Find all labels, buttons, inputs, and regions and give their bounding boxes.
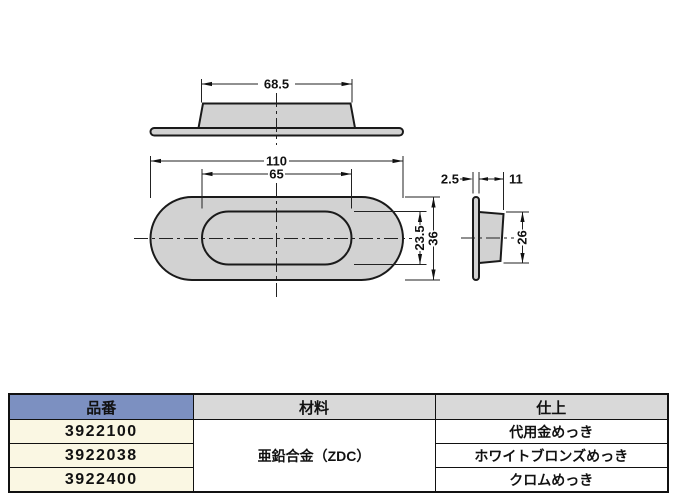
dim-flange-thickness: [460, 172, 480, 194]
table-row: 3922100 亜鉛合金（ZDC） 代用金めっき: [8, 419, 669, 493]
col-header-finish: 仕上: [434, 393, 669, 420]
part-number-cell: 3922100: [8, 419, 194, 444]
dim-overall-height: [405, 196, 440, 281]
dim-recess-height: [354, 211, 427, 265]
dim-body-height: [503, 211, 529, 264]
col-header-part-number: 品番: [8, 393, 194, 420]
spec-table: 品番 材料 仕上 3922100 亜鉛合金（ZDC） 代用金めっき 392203…: [8, 393, 669, 493]
part-number-cell: 3922038: [8, 443, 194, 468]
table-row: 3922038 ホワイトブロンズめっき: [8, 443, 669, 468]
dim-depth-label: 11: [509, 172, 523, 187]
dim-overall-height-label: 36: [426, 231, 441, 245]
dim-overall-width: [150, 156, 404, 198]
material-cell: 亜鉛合金（ZDC）: [192, 419, 436, 493]
finish-cell: 代用金めっき: [434, 419, 669, 444]
col-header-material: 材料: [192, 393, 436, 420]
dim-depth: [479, 172, 504, 210]
table-row: 3922400 クロムめっき: [8, 467, 669, 493]
dim-recess-width: [201, 169, 352, 209]
dim-top-width: [201, 79, 353, 103]
dim-recess-height-label: 23.5: [412, 225, 427, 250]
technical-drawing: 68.5 110 65 23.5: [134, 77, 530, 298]
table-header-row: 品番 材料 仕上: [8, 393, 669, 420]
dim-recess-width-label: 65: [269, 167, 283, 182]
dim-flange-thickness-label: 2.5: [441, 172, 459, 187]
front-view-centerlines: [134, 183, 412, 298]
dim-top-width-label: 68.5: [264, 77, 289, 92]
part-number-cell: 3922400: [8, 467, 194, 493]
dim-body-height-label: 26: [515, 230, 530, 244]
dim-overall-width-label: 110: [266, 154, 287, 169]
finish-cell: クロムめっき: [434, 467, 669, 493]
finish-cell: ホワイトブロンズめっき: [434, 443, 669, 468]
